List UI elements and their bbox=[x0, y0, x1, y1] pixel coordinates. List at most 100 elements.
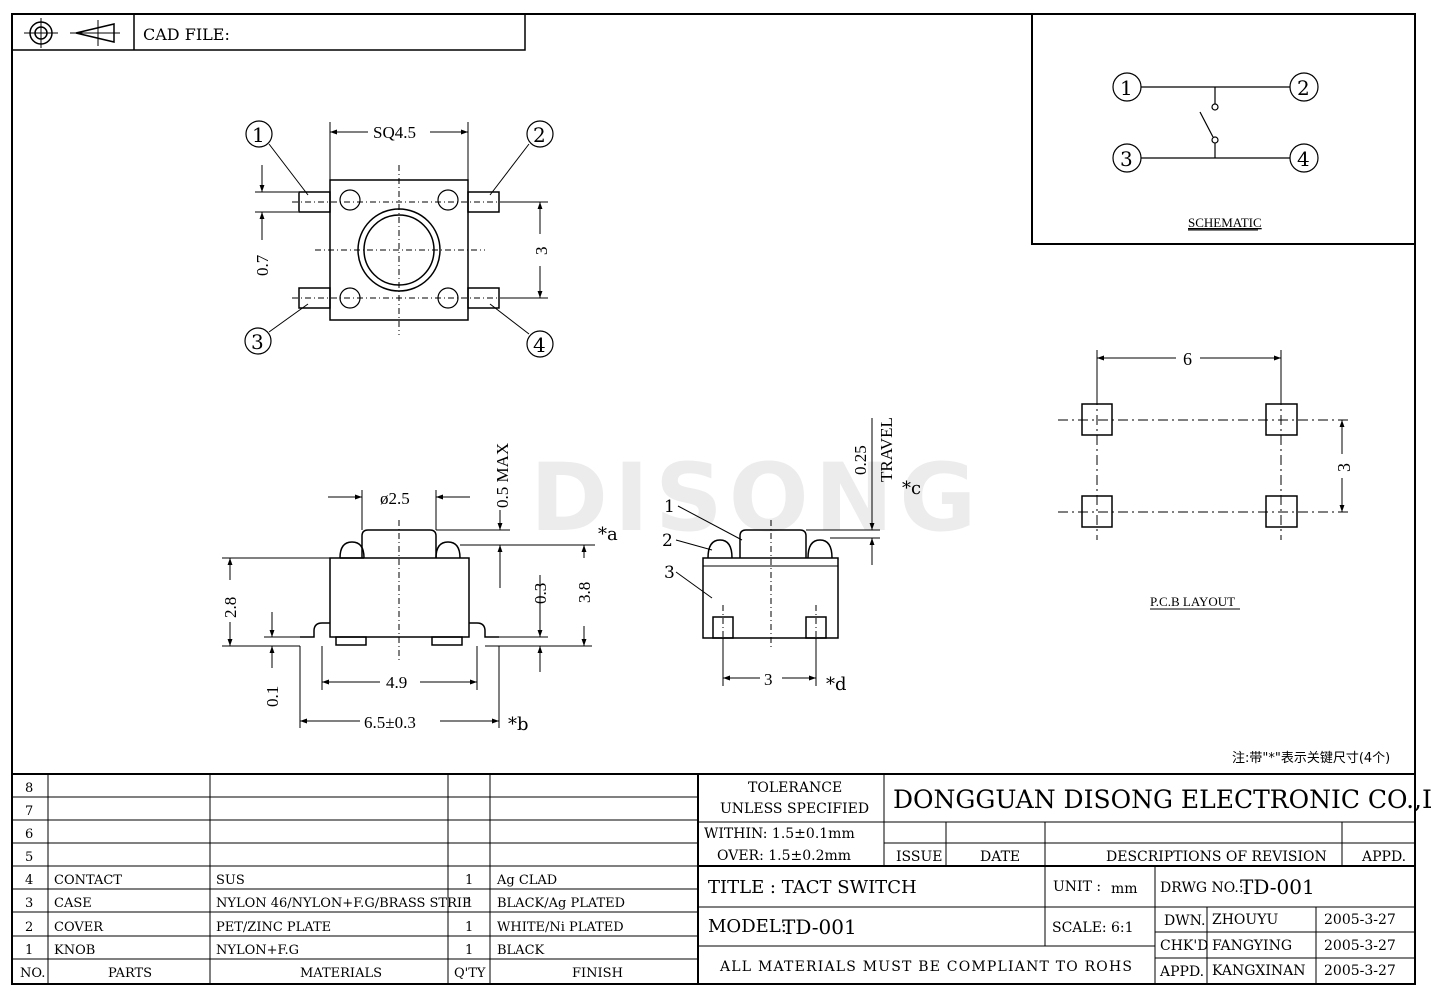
dim-0-1: 0.1 bbox=[263, 686, 282, 707]
schematic-title: SCHEMATIC bbox=[1188, 215, 1262, 230]
bom-table bbox=[12, 773, 1415, 984]
svg-text:Ag CLAD: Ag CLAD bbox=[496, 873, 557, 888]
pcb-dim-3: 3 bbox=[1334, 463, 1354, 472]
table-row: 1 KNOB NYLON+F.G 1 BLACK bbox=[25, 943, 545, 958]
pin-label-2: 2 bbox=[533, 123, 546, 147]
pin-label-1: 1 bbox=[252, 123, 265, 147]
svg-text:1: 1 bbox=[465, 920, 473, 935]
sheet-border bbox=[11, 13, 1416, 985]
svg-text:1: 1 bbox=[465, 943, 473, 958]
svg-text:2: 2 bbox=[25, 920, 33, 935]
svg-text:Q'TY: Q'TY bbox=[454, 966, 486, 981]
svg-text:APPD.: APPD. bbox=[1159, 964, 1204, 980]
signoff-row: APPD. KANGXINAN 2005-3-27 bbox=[1159, 963, 1396, 980]
mark-c: *c bbox=[902, 478, 921, 499]
part-label-3: 3 bbox=[664, 563, 675, 583]
projection-symbol-icon bbox=[24, 18, 120, 48]
model-value: TD-001 bbox=[782, 915, 857, 939]
svg-text:7: 7 bbox=[25, 804, 33, 819]
svg-text:BLACK: BLACK bbox=[497, 943, 545, 958]
svg-text:5: 5 bbox=[25, 850, 33, 865]
mark-d: *d bbox=[826, 674, 847, 695]
svg-text:CHK'D: CHK'D bbox=[1160, 938, 1208, 954]
revision-date-header: DATE bbox=[980, 849, 1020, 865]
svg-text:BLACK/Ag PLATED: BLACK/Ag PLATED bbox=[497, 896, 625, 911]
mark-b: *b bbox=[508, 714, 529, 735]
dim-travel-label: TRAVEL bbox=[877, 417, 896, 482]
schematic-pin-4: 4 bbox=[1297, 147, 1310, 171]
dim-side-3: 3 bbox=[764, 670, 773, 689]
svg-text:FINISH: FINISH bbox=[572, 966, 623, 981]
dim-dia-2-5: ø2.5 bbox=[380, 489, 410, 508]
revision-desc-header: DESCRIPTIONS OF REVISION bbox=[1106, 849, 1327, 865]
dim-sq45: SQ4.5 bbox=[373, 123, 416, 142]
pin-label-3: 3 bbox=[251, 330, 264, 354]
dim-4-9: 4.9 bbox=[386, 673, 407, 692]
svg-text:FANGYING: FANGYING bbox=[1212, 938, 1292, 954]
tolerance-line2: UNLESS SPECIFIED bbox=[720, 801, 869, 817]
pcb-title: P.C.B LAYOUT bbox=[1150, 594, 1235, 609]
svg-text:PARTS: PARTS bbox=[108, 966, 152, 981]
tolerance-over: OVER: 1.5±0.2mm bbox=[717, 848, 851, 864]
unit-value: mm bbox=[1111, 881, 1138, 897]
svg-text:DWN.: DWN. bbox=[1164, 913, 1205, 929]
drwg-no-label: DRWG NO.: bbox=[1160, 880, 1244, 896]
dim-travel-value: 0.25 bbox=[851, 445, 870, 475]
dim-6-5: 6.5±0.3 bbox=[364, 713, 416, 732]
unit-label: UNIT : bbox=[1053, 879, 1101, 895]
cad-header: CAD FILE: bbox=[11, 13, 526, 51]
cad-file-label: CAD FILE: bbox=[143, 25, 230, 44]
dim-3-8: 3.8 bbox=[575, 582, 594, 603]
table-row: 5 bbox=[25, 850, 33, 865]
revision-issue-header: ISSUE bbox=[896, 849, 942, 865]
svg-text:NYLON 46/NYLON+F.G/BRASS STRIP: NYLON 46/NYLON+F.G/BRASS STRIP bbox=[216, 896, 471, 911]
rohs-statement: ALL MATERIALS MUST BE COMPLIANT TO ROHS bbox=[719, 959, 1133, 975]
dim-0-3: 0.3 bbox=[531, 583, 550, 604]
svg-text:3: 3 bbox=[25, 896, 33, 911]
svg-text:MATERIALS: MATERIALS bbox=[300, 966, 382, 981]
dim-2-8: 2.8 bbox=[221, 597, 240, 618]
schematic-box bbox=[1031, 13, 1416, 245]
drawing-title: TITLE : TACT SWITCH bbox=[708, 877, 917, 898]
svg-text:2005-3-27: 2005-3-27 bbox=[1324, 912, 1396, 928]
svg-text:2005-3-27: 2005-3-27 bbox=[1324, 963, 1396, 979]
schematic-pin-3: 3 bbox=[1120, 147, 1133, 171]
title-block bbox=[698, 774, 1415, 984]
table-header-row: NO. PARTS MATERIALS Q'TY FINISH bbox=[20, 966, 623, 981]
svg-text:NO.: NO. bbox=[20, 966, 45, 981]
table-row: 7 bbox=[25, 804, 33, 819]
top-view bbox=[244, 120, 554, 358]
svg-text:1: 1 bbox=[25, 943, 33, 958]
watermark: DISONG bbox=[530, 444, 982, 553]
svg-text:2005-3-27: 2005-3-27 bbox=[1324, 938, 1396, 954]
tolerance-line1: TOLERANCE bbox=[748, 780, 842, 796]
svg-text:8: 8 bbox=[25, 781, 33, 796]
svg-text:KANGXINAN: KANGXINAN bbox=[1212, 963, 1306, 979]
table-row: 3 CASE NYLON 46/NYLON+F.G/BRASS STRIP 1 … bbox=[25, 896, 625, 911]
front-view bbox=[222, 490, 595, 728]
title-block-text: TOLERANCE UNLESS SPECIFIED WITHIN: 1.5±0… bbox=[704, 780, 1431, 980]
scale-value: 6:1 bbox=[1111, 920, 1134, 936]
dim-pitch-3: 3 bbox=[532, 247, 551, 256]
key-dimension-note: 注:带"*"表示关键尺寸(4个) bbox=[1232, 751, 1390, 766]
svg-text:KNOB: KNOB bbox=[54, 943, 95, 958]
dim-0-7: 0.7 bbox=[253, 254, 272, 276]
dim-0-5-max: 0.5 MAX bbox=[493, 443, 512, 508]
pcb-layout bbox=[1058, 350, 1352, 540]
drwg-no-value: TD-001 bbox=[1240, 875, 1315, 899]
svg-text:WHITE/Ni PLATED: WHITE/Ni PLATED bbox=[497, 920, 624, 935]
table-row: 2 COVER PET/ZINC PLATE 1 WHITE/Ni PLATED bbox=[25, 920, 624, 935]
part-label-2: 2 bbox=[662, 531, 673, 551]
pin-label-4: 4 bbox=[533, 333, 546, 357]
svg-text:SUS: SUS bbox=[216, 873, 245, 888]
svg-text:COVER: COVER bbox=[54, 920, 104, 935]
model-label: MODEL: bbox=[708, 916, 787, 937]
tolerance-within: WITHIN: 1.5±0.1mm bbox=[704, 826, 855, 842]
revision-appd-header: APPD. bbox=[1361, 849, 1406, 865]
svg-text:CASE: CASE bbox=[54, 896, 92, 911]
svg-text:1: 1 bbox=[465, 873, 473, 888]
pcb-dim-6: 6 bbox=[1183, 349, 1192, 369]
svg-text:NYLON+F.G: NYLON+F.G bbox=[216, 943, 299, 958]
part-label-1: 1 bbox=[664, 497, 675, 517]
